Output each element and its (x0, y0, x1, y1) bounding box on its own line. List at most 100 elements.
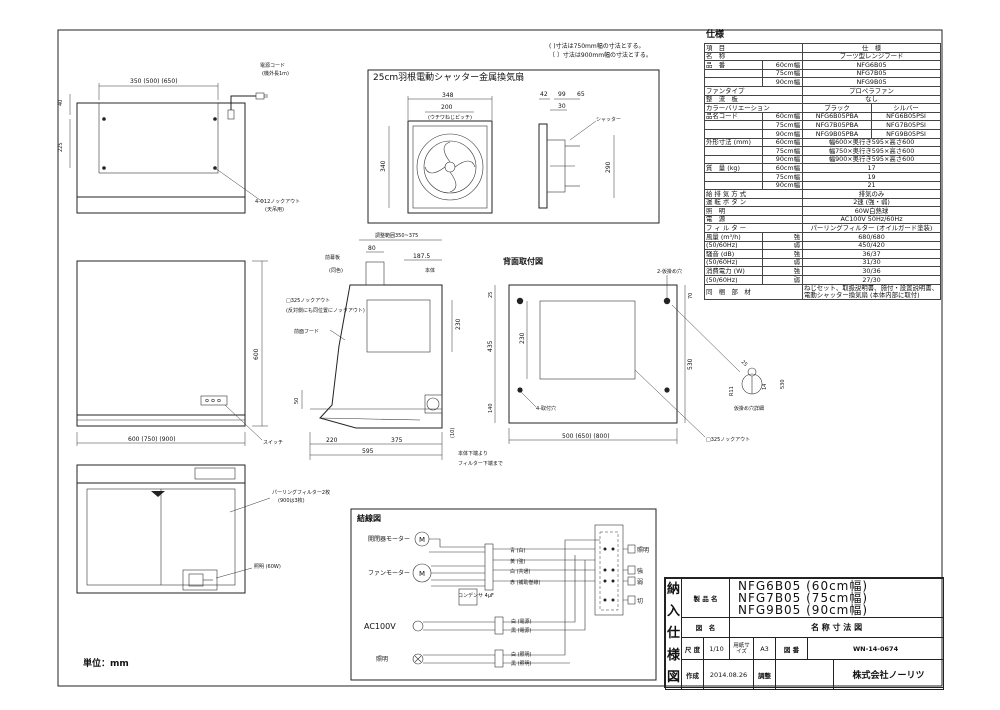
spec-value: 680/680 (802, 232, 942, 242)
tb-side-2: 入 (666, 604, 680, 619)
spec-value: 排気のみ (802, 189, 942, 199)
detail-dim-14: 14 (762, 384, 768, 390)
spec-sub: 強 (761, 249, 804, 259)
fan-dim-42: 42 (540, 91, 548, 98)
back-knockout-label: □325ノックアウト (706, 436, 750, 443)
side-view: 調整範囲350~375 80 187.5 前幕板 (同色) 本体 □325ノック… (286, 232, 503, 467)
spec-item: 騒音 (dB) (704, 249, 763, 259)
spec-sub: 75cm幅 (761, 120, 804, 130)
tb-number: WN-14-0674 (806, 637, 945, 661)
filter-label: パーリングフィルター2枚 (272, 489, 330, 496)
light-label: 照明 (60W) (254, 564, 281, 570)
spec-item (704, 180, 763, 191)
tb-side-4: 様 (666, 648, 680, 663)
top-knockout-note: (天吊用) (265, 207, 284, 213)
side-dim-375: 375 (391, 437, 403, 444)
note-750: ( )寸法は750mm幅の寸法とする。 (549, 42, 645, 50)
cord-label: 電源コード (260, 62, 285, 69)
spec-item: 外形寸法 (mm) (704, 137, 763, 148)
side-dim-187: 187.5 (413, 253, 430, 260)
motor2-label: ファンモーター (368, 569, 410, 577)
spec-item: 品 番 (704, 60, 763, 70)
detail-dim-r11: R11 (729, 386, 735, 396)
wiring-light-label: 照明 (376, 656, 388, 663)
top-dim-40: 40 (58, 100, 64, 106)
sheet-frame (57, 29, 943, 687)
side-dim-220: 220 (326, 437, 338, 444)
side-dim-10: (10) (450, 428, 456, 438)
spec-value: 仕 様 (802, 43, 942, 53)
tb-model-75: NFG7B05 (75cm幅) (738, 590, 869, 605)
spec-plain-row: フ ィ ル タ ーパーリングフィルター (オイルガード塗装) (703, 223, 942, 234)
side-knockout-label: □325ノックアウト (286, 297, 330, 304)
spec-sub: 60cm幅 (761, 137, 804, 148)
back-dim-230: 230 (519, 332, 526, 344)
spec-value: AC100V 50Hz/60Hz (802, 214, 942, 225)
fan-box: 25cm羽根電動シャッター金属換気扇 348 200 (ウチワねじピッチ) 34… (367, 69, 660, 224)
spec-item (704, 146, 763, 156)
back-width-dim: 500 (650) (800) (562, 433, 610, 440)
spec-sub: 弱 (761, 257, 804, 268)
lead-bot-2: 黒 (照明) (511, 661, 532, 667)
tb-scale-label: 尺 度 (681, 637, 704, 661)
filter-note-1: 本体下端より (458, 450, 488, 457)
spec-sub: 60cm幅 (761, 111, 804, 122)
front-view: 600 600 (750) (900) スイッチ (76, 260, 283, 446)
spec-value: 60W白熱球 (802, 206, 942, 216)
side-dim-595: 595 (362, 448, 374, 455)
switch-light: 照明 (637, 547, 649, 554)
spec-color-row: カラーバリエーションブラックシルバー (703, 103, 942, 113)
side-adjust-dim: 調整範囲350~375 (375, 232, 418, 239)
side-dim-80: 80 (368, 245, 376, 252)
fan-dim-200: 200 (441, 104, 453, 111)
spec-value: 21 (802, 180, 942, 191)
spec-item (704, 120, 763, 130)
front-plate-label: 前幕板 (325, 254, 340, 261)
spec-item: 項 目 (703, 43, 804, 53)
front-plate-note: (同色) (329, 267, 343, 274)
spec-row: 整 流 板なし (703, 94, 942, 105)
screw-hole-label: 4-取付穴 (536, 405, 556, 412)
filter-note-2: フィルター下端まで (458, 460, 503, 467)
spec-value: NFG7B05 (802, 68, 942, 79)
side-knockout-note: (反対側にも同位置にノックアウト) (286, 307, 365, 314)
capacitor-label: コンデンサ 4μF (458, 592, 494, 599)
lead-top-3: 白 (共通) (510, 568, 531, 575)
spec-sub: 60cm幅 (761, 60, 804, 70)
spec-code-silver: NFG7B05PSI (871, 120, 942, 130)
spec-accessory-row: 同 梱 部 材ねじセット、取扱説明書、施付・設置説明書、電動シャッター換気扇 (… (703, 283, 942, 301)
detail-dim-25: 25 (740, 359, 749, 368)
spec-sub: 弱 (761, 275, 804, 285)
front-dim-600: 600 (253, 348, 260, 360)
tb-paper-label: 用紙サイズ (729, 637, 754, 661)
top-dim-225: 225 (58, 142, 64, 152)
spec-title: 仕様 (706, 30, 725, 40)
tb-side-3: 仕 (666, 626, 680, 641)
spec-code-black: NFG7B05PBA (802, 120, 873, 130)
spec-item: 品名コード (704, 111, 763, 122)
spec-sub: 強 (761, 232, 804, 242)
back-view: 背面取付図 25 230 435 140 70 530 2-仮掛め穴 4-取付穴… (487, 256, 786, 444)
tb-paper: A3 (753, 637, 776, 661)
spec-item: 給 排 気 方 式 (703, 189, 804, 199)
spec-plain-row: 給 排 気 方 式排気のみ (703, 189, 942, 199)
front-hood-label: 前面フード (294, 328, 319, 335)
fan-dim-65: 65 (577, 91, 585, 98)
spec-item: 同 梱 部 材 (703, 283, 804, 301)
spec-item: 風量 (m³/h) (704, 232, 763, 242)
spec-sub: 75cm幅 (761, 171, 804, 182)
filter-note: (900は3枚) (278, 497, 305, 504)
spec-value: 450/420 (802, 240, 942, 251)
spec-value: 2速 (強・弱) (802, 197, 942, 208)
spec-size-row: 外形寸法 (mm)60cm幅幅600×奥行き595×高さ600 (704, 137, 942, 148)
spec-code-silver: NFG6B05PSI (871, 111, 942, 122)
